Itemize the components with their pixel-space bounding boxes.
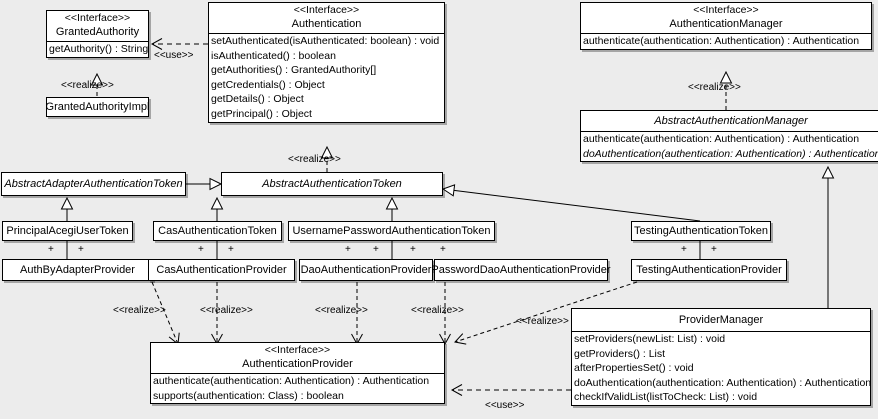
association-marker: + [711, 244, 717, 255]
class-name: AbstractAuthenticationManager [654, 115, 808, 127]
class-name: AuthByAdapterProvider [20, 264, 135, 276]
label-realize-dao-authentication-provider: <<realize>> [315, 305, 368, 316]
label-use-authentication-granted-authority: <<use>> [154, 50, 194, 61]
operation: supports(authentication: Class) : boolea… [153, 389, 344, 402]
association-marker: + [440, 244, 446, 255]
class-header: <<Interface>> AuthenticationProvider [151, 343, 444, 373]
class-granted-authority-impl[interactable]: GrantedAuthorityImpl [46, 97, 149, 117]
operation: getPrincipal() : Object [211, 107, 312, 120]
class-provider-manager[interactable]: ProviderManager setProviders(newList: Li… [571, 308, 871, 406]
association-marker: + [78, 244, 84, 255]
association-marker: + [228, 244, 234, 255]
label-realize-abstract-authentication-manager: <<realize>> [688, 82, 741, 93]
compartment-divider [572, 331, 870, 332]
class-name: Authentication [291, 18, 362, 30]
association-marker: + [373, 244, 379, 255]
operation: authenticate(authentication: Authenticat… [583, 35, 860, 47]
class-auth-by-adapter-provider[interactable]: AuthByAdapterProvider [2, 259, 153, 281]
class-name: AbstractAuthenticationToken [262, 178, 402, 190]
class-header: AbstractAuthenticationManager [581, 111, 878, 131]
compartment-divider [209, 33, 444, 34]
association-marker: + [198, 244, 204, 255]
operation: authenticate(authentication: Authenticat… [583, 133, 860, 145]
class-name: DaoAuthenticationProvider [300, 264, 432, 276]
operations-compartment: authenticate(authentication: Authenticat… [581, 132, 878, 161]
class-name: AuthenticationProvider [242, 358, 353, 370]
label-realize-granted-authority-impl: <<realize>> [61, 80, 114, 91]
label-realize-abstract-authentication-token: <<realize>> [288, 154, 341, 165]
compartment-divider [151, 373, 444, 374]
label-use-provider-manager-authentication-provider: <<use>> [485, 400, 525, 411]
operations-compartment: getAuthority() : String [47, 42, 148, 57]
class-name: TestingAuthenticationToken [634, 225, 768, 237]
class-authentication-provider[interactable]: <<Interface>> AuthenticationProvider aut… [150, 342, 445, 405]
class-dao-authentication-provider[interactable]: DaoAuthenticationProvider [299, 259, 433, 281]
class-name: UsernamePasswordAuthenticationToken [292, 225, 491, 237]
class-cas-authentication-token[interactable]: CasAuthenticationToken [153, 221, 282, 241]
operation: afterPropertiesSet() : void [574, 362, 694, 375]
class-name: GrantedAuthority [55, 26, 140, 38]
class-name: CasAuthenticationToken [158, 225, 277, 237]
class-header: <<Interface>> GrantedAuthority [47, 11, 148, 41]
class-cas-authentication-provider[interactable]: CasAuthenticationProvider [148, 259, 295, 281]
class-name: AbstractAdapterAuthenticationToken [4, 178, 183, 190]
operation: checkIfValidList(listToCheck: List) : vo… [574, 391, 758, 404]
class-testing-authentication-token[interactable]: TestingAuthenticationToken [631, 221, 771, 241]
operation: doAuthentication(authentication: Authent… [583, 147, 878, 160]
operation: setAuthenticated(isAuthenticated: boolea… [211, 35, 440, 47]
class-principal-acegi-user-token[interactable]: PrincipalAcegiUserToken [2, 221, 133, 241]
class-name: GrantedAuthorityImpl [45, 101, 150, 113]
operation: isAuthenticated() : boolean [211, 49, 336, 62]
association-marker: + [681, 244, 687, 255]
class-name: CasAuthenticationProvider [156, 264, 287, 276]
stereotype-label: <<Interface>> [64, 12, 131, 24]
operation: getAuthorities() : GrantedAuthority[] [211, 64, 377, 77]
operations-compartment: authenticate(authentication: Authenticat… [151, 374, 444, 403]
association-marker: + [48, 244, 54, 255]
operation: getProviders() : List [574, 347, 666, 360]
label-realize-cas-authentication-provider: <<realize>> [200, 305, 253, 316]
class-name: PasswordDaoAuthenticationProvider [431, 264, 611, 276]
operations-compartment: setAuthenticated(isAuthenticated: boolea… [209, 34, 444, 122]
class-name: PrincipalAcegiUserToken [6, 225, 129, 237]
class-header: ProviderManager [572, 309, 870, 331]
class-abstract-authentication-manager[interactable]: AbstractAuthenticationManager authentica… [580, 110, 878, 163]
stereotype-label: <<Interface>> [693, 4, 759, 16]
class-name: ProviderManager [678, 314, 764, 326]
operation: getCredentials() : Object [211, 78, 325, 91]
association-marker: + [410, 244, 416, 255]
class-header: <<Interface>> AuthenticationManager [581, 3, 871, 33]
stereotype-label: <<Interface>> [264, 344, 331, 356]
operations-compartment: setProviders(newList: List) : void getPr… [572, 332, 870, 405]
operation: setProviders(newList: List) : void [574, 333, 726, 345]
class-header: <<Interface>> Authentication [209, 3, 444, 33]
class-testing-authentication-provider[interactable]: TestingAuthenticationProvider [631, 259, 787, 281]
label-realize-auth-by-adapter-provider: <<realize>> [113, 305, 166, 316]
operation: getDetails() : Object [211, 93, 304, 106]
operation: doAuthentication(authentication: Authent… [574, 376, 870, 389]
compartment-divider [47, 41, 148, 42]
compartment-divider [581, 131, 878, 132]
class-granted-authority[interactable]: <<Interface>> GrantedAuthority getAuthor… [46, 10, 149, 58]
class-authentication-manager[interactable]: <<Interface>> AuthenticationManager auth… [580, 2, 872, 50]
operations-compartment: authenticate(authentication: Authenticat… [581, 34, 871, 49]
compartment-divider [581, 33, 871, 34]
class-abstract-adapter-authentication-token[interactable]: AbstractAdapterAuthenticationToken [1, 172, 186, 196]
class-password-dao-authentication-provider[interactable]: PasswordDaoAuthenticationProvider [431, 259, 611, 281]
class-abstract-authentication-token[interactable]: AbstractAuthenticationToken [221, 172, 443, 196]
stereotype-label: <<Interface>> [293, 4, 360, 16]
association-marker: + [345, 244, 351, 255]
operation: getAuthority() : String [49, 43, 148, 55]
class-username-password-authentication-token[interactable]: UsernamePasswordAuthenticationToken [288, 221, 495, 241]
operation: authenticate(authentication: Authenticat… [153, 375, 430, 387]
class-name: TestingAuthenticationProvider [636, 264, 782, 276]
label-realize-password-dao-authentication-provider: <<realize>> [411, 305, 464, 316]
class-authentication[interactable]: <<Interface>> Authentication setAuthenti… [208, 2, 445, 123]
label-realize-provider-manager: <<realize>> [516, 316, 569, 327]
class-name: AuthenticationManager [669, 18, 783, 30]
